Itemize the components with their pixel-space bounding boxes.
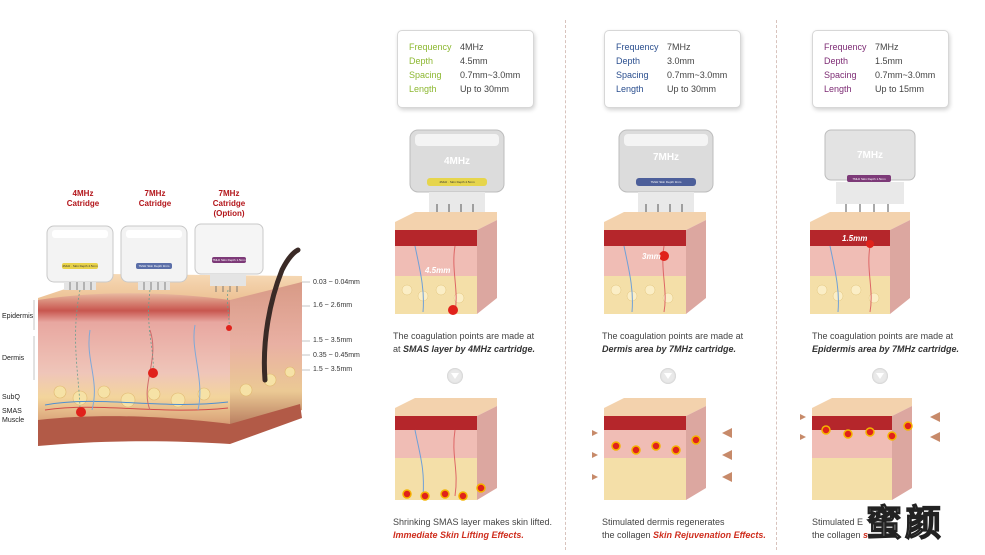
spec-length: Up to 15mm <box>875 84 925 94</box>
cartridge-label-4mhz: 4MHz Catridge <box>66 189 100 208</box>
spec-spacing: 0.7mm~3.0mm <box>667 70 728 80</box>
description-emphasis: Dermis area by 7MHz cartridge. <box>602 344 737 354</box>
cartridge-label-7mhz: 7MHz Catridge <box>138 189 172 208</box>
layer-label-subq: SubQ <box>2 394 20 401</box>
cartridge-mini-label: 7MHz Skin Depth 1.5mm <box>852 177 886 181</box>
spec-length: Up to 30mm <box>667 84 717 94</box>
panel-illustration <box>800 129 940 500</box>
cartridge-mini-label: 4MHz · Skin Depth 4.5mm <box>62 264 98 268</box>
down-arrow-icon <box>447 368 463 384</box>
panel-7mhz-epidermis: Frequency 7MHz Depth 1.5mm Spacing 0.7mm~3.… <box>800 0 985 555</box>
spec-key: Spacing <box>409 70 442 80</box>
spec-key: Depth <box>824 56 849 66</box>
cartridge-mini-label: 7MHz Skin Depth 3mm <box>650 180 682 184</box>
down-arrow-icon <box>660 368 676 384</box>
spec-key: Frequency <box>409 42 452 52</box>
spec-spacing: 0.7mm~3.0mm <box>875 70 936 80</box>
description-emphasis: SMAS layer by 4MHz cartridge. <box>403 344 536 354</box>
description-line: The coagulation points are made at <box>812 331 954 341</box>
depth-label: 0.03 ~ 0.04mm <box>313 279 360 286</box>
spec-spacing: 0.7mm~3.0mm <box>460 70 521 80</box>
depth-label: 1.5 ~ 3.5mm <box>313 366 353 373</box>
spec-box: Frequency 4MHz Depth 4.5mm Spacing 0.7mm~3.… <box>397 30 534 108</box>
cartridge-label-7mhz-option: 7MHz Catridge (Option) <box>212 189 246 218</box>
down-arrow-icon <box>872 368 888 384</box>
layer-label-smas: SMAS Muscle <box>2 408 25 424</box>
spec-frequency: 7MHz <box>875 42 899 52</box>
description: The coagulation points are made at Dermi… <box>602 330 797 356</box>
result-line: Stimulated dermis regenerates <box>602 517 725 527</box>
cartridge-mini-label: 4MHz · Skin Depth 4.5mm <box>439 180 475 184</box>
panel-divider <box>776 20 777 550</box>
result-text: Stimulated E the collagen s. <box>812 516 982 542</box>
depth-tag: 1.5mm <box>842 234 868 243</box>
result-effect: s. <box>863 530 871 540</box>
cartridge-7mhz-option <box>194 223 264 292</box>
spec-box: Frequency 7MHz Depth 3.0mm Spacing 0.7mm~3.… <box>604 30 741 108</box>
depth-label: 0.35 ~ 0.45mm <box>313 352 360 359</box>
spec-key: Frequency <box>616 42 659 52</box>
spec-key: Frequency <box>824 42 867 52</box>
result-effect: Immediate Skin Lifting Effects. <box>393 530 524 540</box>
skin-cross-section <box>33 223 310 446</box>
result-line: Shrinking SMAS layer makes skin lifted. <box>393 517 553 527</box>
cartridge-4mhz <box>46 225 114 290</box>
result-effect: Skin Rejuvenation Effects. <box>653 530 766 540</box>
depth-label: 1.6 ~ 2.6mm <box>313 302 353 309</box>
result-plain: the collagen <box>812 530 864 540</box>
description: The coagulation points are made at Epide… <box>812 330 982 356</box>
panel-illustration <box>395 129 505 501</box>
result-plain: the collagen <box>602 530 654 540</box>
spec-depth: 3.0mm <box>667 56 695 66</box>
handpiece-label: 4MHz <box>443 156 471 167</box>
spec-depth: 1.5mm <box>875 56 903 66</box>
spec-key: Length <box>824 84 852 94</box>
cartridge-7mhz <box>120 225 188 290</box>
spec-key: Spacing <box>824 70 857 80</box>
layer-label-epidermis: Epidermis <box>2 313 34 320</box>
description-line: The coagulation points are made at <box>602 331 744 341</box>
cartridge-mini-label: 7MHz Skin Depth 3mm <box>138 264 170 268</box>
spec-key: Depth <box>616 56 641 66</box>
handpiece-label: 7MHz <box>652 152 680 163</box>
layer-label-dermis: Dermis <box>2 355 25 362</box>
cartridge-mini-label: 7MHz Skin Depth 1.5mm <box>212 258 246 262</box>
overview-diagram: 4MHz Catridge 7MHz Catridge 7MHz Catridg… <box>0 0 380 555</box>
panel-4mhz-smas: Frequency 4MHz Depth 4.5mm Spacing 0.7mm~3.… <box>385 0 590 555</box>
spec-frequency: 7MHz <box>667 42 691 52</box>
panel-7mhz-dermis: Frequency 7MHz Depth 3.0mm Spacing 0.7mm~3.… <box>592 0 797 555</box>
depth-tag: 4.5mm <box>425 266 451 275</box>
result-text: Shrinking SMAS layer makes skin lifted. … <box>393 516 588 542</box>
watermark-logo: 蜜颜 <box>865 501 945 544</box>
description-emphasis: Epidermis area by 7MHz cartridge. <box>812 344 960 354</box>
spec-key: Spacing <box>616 70 649 80</box>
spec-frequency: 4MHz <box>460 42 484 52</box>
coag-point-smas <box>76 407 86 417</box>
handpiece-label: 7MHz <box>856 150 884 161</box>
spec-key: Depth <box>409 56 434 66</box>
coag-point-dermis <box>148 368 158 378</box>
description-prefix: at <box>393 344 404 354</box>
panel-divider <box>565 20 566 550</box>
coag-point-epidermis <box>226 325 232 331</box>
result-line: Stimulated E <box>812 517 864 527</box>
depth-tag: 3mm <box>642 252 661 261</box>
spec-box: Frequency 7MHz Depth 1.5mm Spacing 0.7mm~3.… <box>812 30 949 108</box>
description: The coagulation points are made at at SM… <box>393 330 588 356</box>
spec-key: Length <box>409 84 437 94</box>
description-line: The coagulation points are made at <box>393 331 535 341</box>
spec-depth: 4.5mm <box>460 56 488 66</box>
panel-illustration <box>592 129 732 500</box>
spec-key: Length <box>616 84 644 94</box>
depth-label: 1.5 ~ 3.5mm <box>313 337 353 344</box>
result-text: Stimulated dermis regenerates the collag… <box>602 516 797 542</box>
spec-length: Up to 30mm <box>460 84 510 94</box>
